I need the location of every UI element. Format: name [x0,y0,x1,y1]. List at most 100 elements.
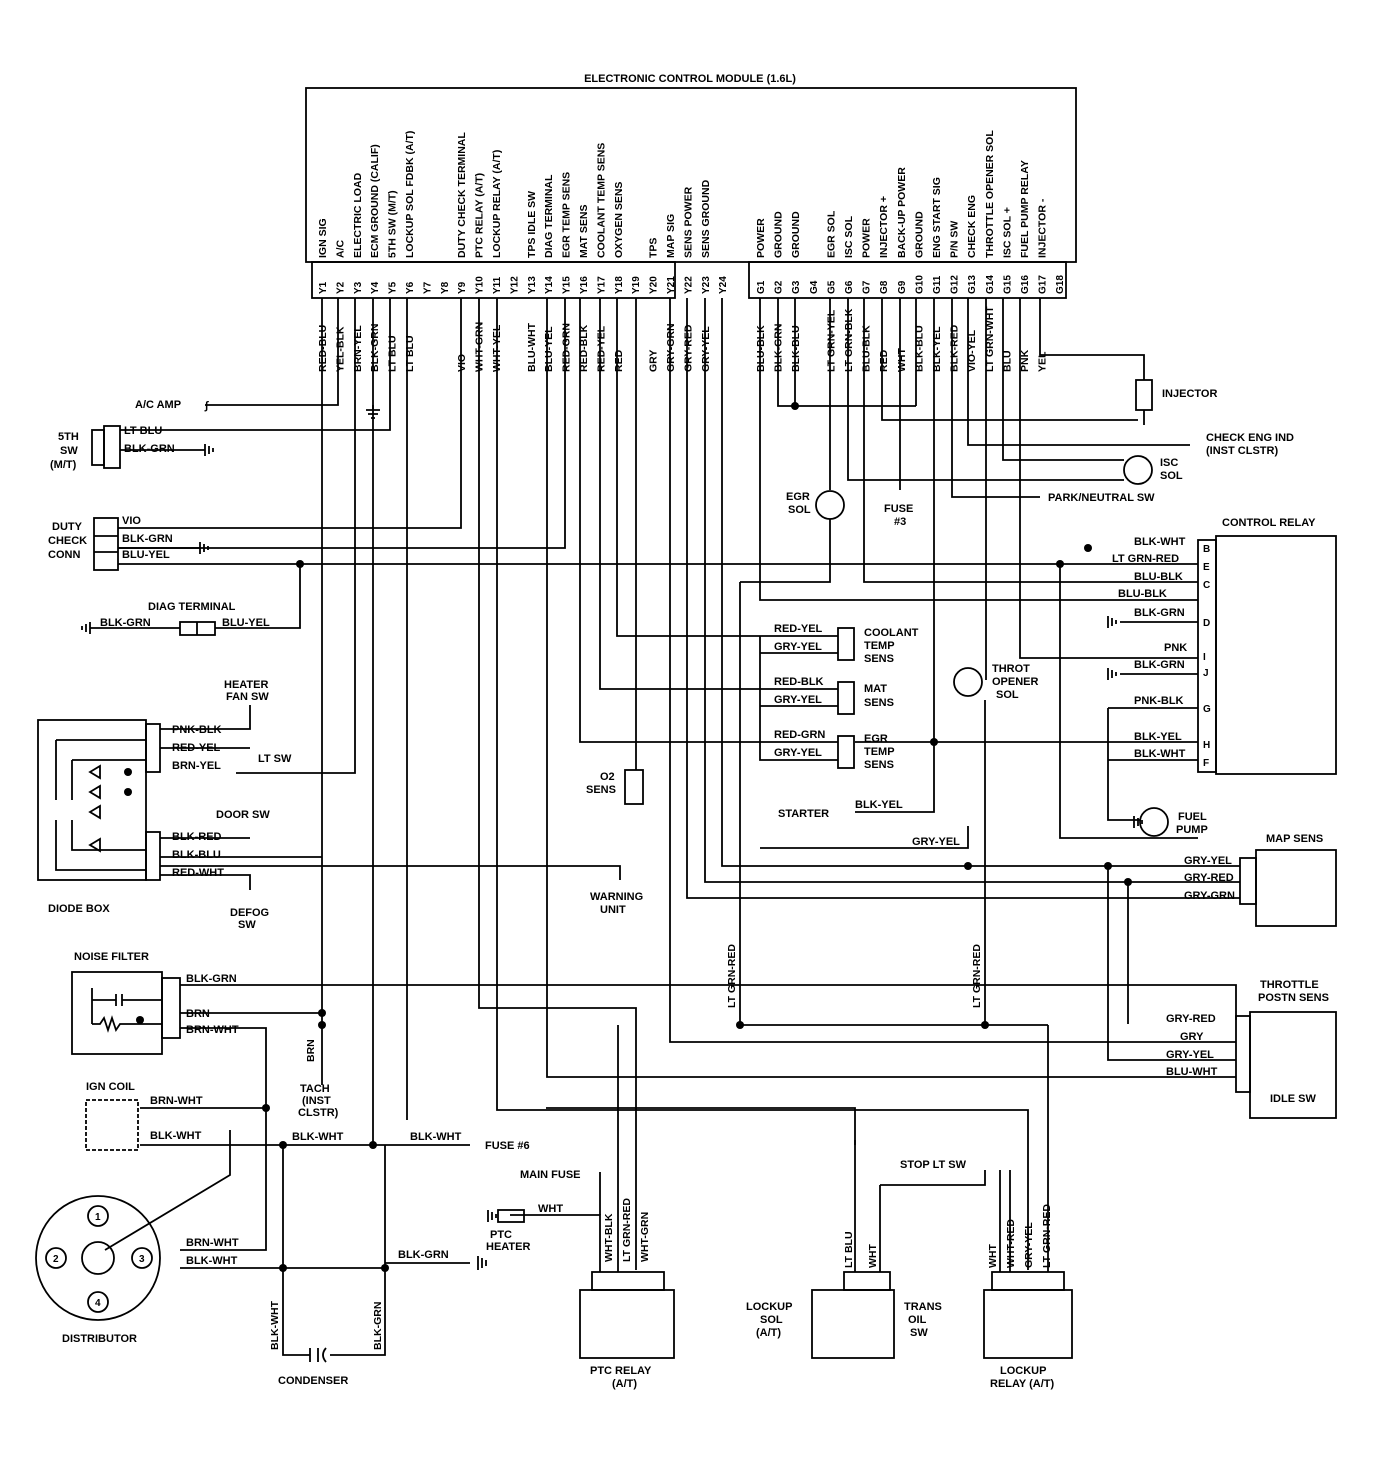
ecm-function-g10: GROUND [913,211,925,258]
ecm-function-y10: PTC RELAY (A/T) [474,173,486,258]
ecm-pin-g6: G6 [844,280,855,294]
egr-temp-sens-label-2: TEMP [864,746,895,758]
throttle-posn-sens-label-2: POSTN SENS [1258,992,1329,1004]
ecm-wire-y2: YEL-BLK [334,326,346,372]
ecm-pin-g16: G16 [1020,275,1031,294]
ecm-function-y17: COOLANT TEMP SENS [595,143,607,258]
ecm-pin-y11: Y11 [492,276,503,294]
isc-sol-label-1: ISC [1160,457,1178,469]
ecm-wire-g8: RED [878,349,890,372]
ecm-function-y13: TPS IDLE SW [526,191,538,258]
wire-gry-yel-mat: GRY-YEL [774,694,822,706]
wire-gry-red-map: GRY-RED [1184,872,1234,884]
ecm-pin-g12: G12 [950,275,961,294]
ecm-pin-g5: G5 [826,280,837,294]
lockup-sol-and-trans-sw: STOP LT SW LT BLU WHT LOCKUP SOL (A/T) T… [746,1159,967,1359]
wire-gry-grn-map: GRY-GRN [1184,890,1235,902]
ecm-pin-y13: Y13 [527,276,538,294]
coolant-temp-sens-label-3: SENS [864,653,894,665]
ecm-pin-y24: Y24 [718,276,729,294]
egr-temp-sens: RED-GRN GRY-YEL EGR TEMP SENS [774,729,895,771]
ecm-wire-y21: GRY-GRN [665,323,677,372]
ground-symbol-blk-grn [477,1256,487,1270]
junction-dots [124,402,1132,1272]
ecm-wire-g12: BLK-RED [949,324,961,372]
fuel-pump-label-1: FUEL [1178,811,1207,823]
ecm-pin-y6: Y6 [405,281,416,294]
wire-pnk-blk-relay: PNK-BLK [1134,695,1184,707]
ecm-function-y6: LOCKUP SOL FDBK (A/T) [404,131,416,258]
ecm-pin-y14: Y14 [544,276,555,294]
wire-gry-red-tps: GRY-RED [1166,1013,1216,1025]
wire-brn-wht-dist: BRN-WHT [186,1237,239,1249]
isc-sol: ISC SOL [1123,455,1183,485]
ecm-wire-y22: GRY-RED [682,324,694,372]
coolant-temp-sens-label-1: COOLANT [864,627,919,639]
wire-blk-grn-ground: BLK-GRN [398,1249,449,1261]
wire-wht-red-lockup-relay: WHT-RED [1005,1219,1017,1268]
distributor-terminal-4: 4 [95,1298,101,1309]
ecm-wire-y18: RED [613,349,625,372]
wire-blu-wht-tps: BLU-WHT [1166,1066,1218,1078]
ground-symbol-ptc [487,1210,497,1222]
tach-label-3: CLSTR) [298,1107,339,1119]
wire-vio-duty: VIO [122,515,141,527]
tach-label-1: TACH [300,1083,330,1095]
wire-wht-grn-ptc: WHT-GRN [639,1212,651,1262]
ecm-pin-g7: G7 [862,280,873,294]
ecm-pin-g15: G15 [1002,275,1013,294]
fifth-sw-label-1: 5TH [58,431,79,443]
lockup-sol-label-3: (A/T) [756,1327,781,1339]
throttle-opener-sol: THROT OPENER SOL [953,663,1039,701]
control-relay-pin-b: B [1203,544,1210,555]
fuel-pump: FUEL PUMP [1133,807,1208,837]
ecm-pin-g2: G2 [774,280,785,294]
wire-blk-grn-relay-d: BLK-GRN [1134,607,1185,619]
ecm-pin-g14: G14 [985,275,996,294]
wire-blk-grn-diag: BLK-GRN [100,617,151,629]
ecm-connector-g [748,261,1067,299]
ecm-pin-g9: G9 [897,280,908,294]
wire-blk-wht-vertical: BLK-WHT [269,1300,281,1350]
ecm-pin-y8: Y8 [440,281,451,294]
duty-check-label-2: CHECK [48,535,87,547]
ground-symbol-5th [204,444,214,456]
injector-label: INJECTOR [1162,388,1217,400]
wire-wht-yel-lockup-relay: GRY-YEL [1023,1222,1035,1268]
duty-check-label-3: CONN [48,549,80,561]
check-eng-ind-label-2: (INST CLSTR) [1206,445,1278,457]
ecm-pin-y15: Y15 [562,276,573,294]
ecm-wire-g6: LT GRN-BLK [843,308,855,372]
ecm-wire-y5: LT BLU [387,335,399,372]
egr-sol-label-1: EGR [786,491,810,503]
ecm-wire-g9: WHT [896,348,908,372]
ecm-function-y4: ECM GROUND (CALIF) [369,144,381,258]
ecm-function-g17: INJECTOR - [1037,198,1049,258]
wire-blk-wht-relay: BLK-WHT [1134,536,1186,548]
wiring [90,298,1240,1356]
wire-gry-yel-egr: GRY-YEL [774,747,822,759]
ecm-wire-y14: BLU-YEL [543,326,555,372]
mat-sens-label-2: SENS [864,697,894,709]
distributor-terminal-2: 2 [53,1254,59,1265]
ecm-function-g12: P/N SW [949,221,961,258]
ecm-wire-y16: RED-BLK [578,324,590,372]
o2-sensor: O2 SENS [586,769,644,805]
ecm-wire-g17: YEL [1037,351,1049,372]
wire-lt-grn-red-lockup-relay: LT GRN-RED [1041,1204,1053,1268]
wire-red-yel-coolant: RED-YEL [774,623,823,635]
ecm-function-y23: SENS GROUND [700,179,712,258]
fuse3-label-1: FUSE [884,503,913,515]
ecm-wire-g7: BLU-BLK [861,325,873,372]
lockup-sol-label-1: LOCKUP [746,1301,792,1313]
wire-blk-grn-vertical: BLK-GRN [372,1302,384,1350]
ground-symbol-diag [81,622,91,634]
ecm-function-g6: ISC SOL [843,215,855,258]
wire-brn-yel-diode: BRN-YEL [172,760,221,772]
diode-box-label: DIODE BOX [48,903,110,915]
duty-check-connector: DUTY CHECK CONN VIO BLK-GRN BLU-YEL [48,515,209,571]
ecm-pin-y7: Y7 [422,281,433,294]
wire-red-grn-egr: RED-GRN [774,729,825,741]
wire-lt-blu-lockup: LT BLU [843,1231,855,1268]
